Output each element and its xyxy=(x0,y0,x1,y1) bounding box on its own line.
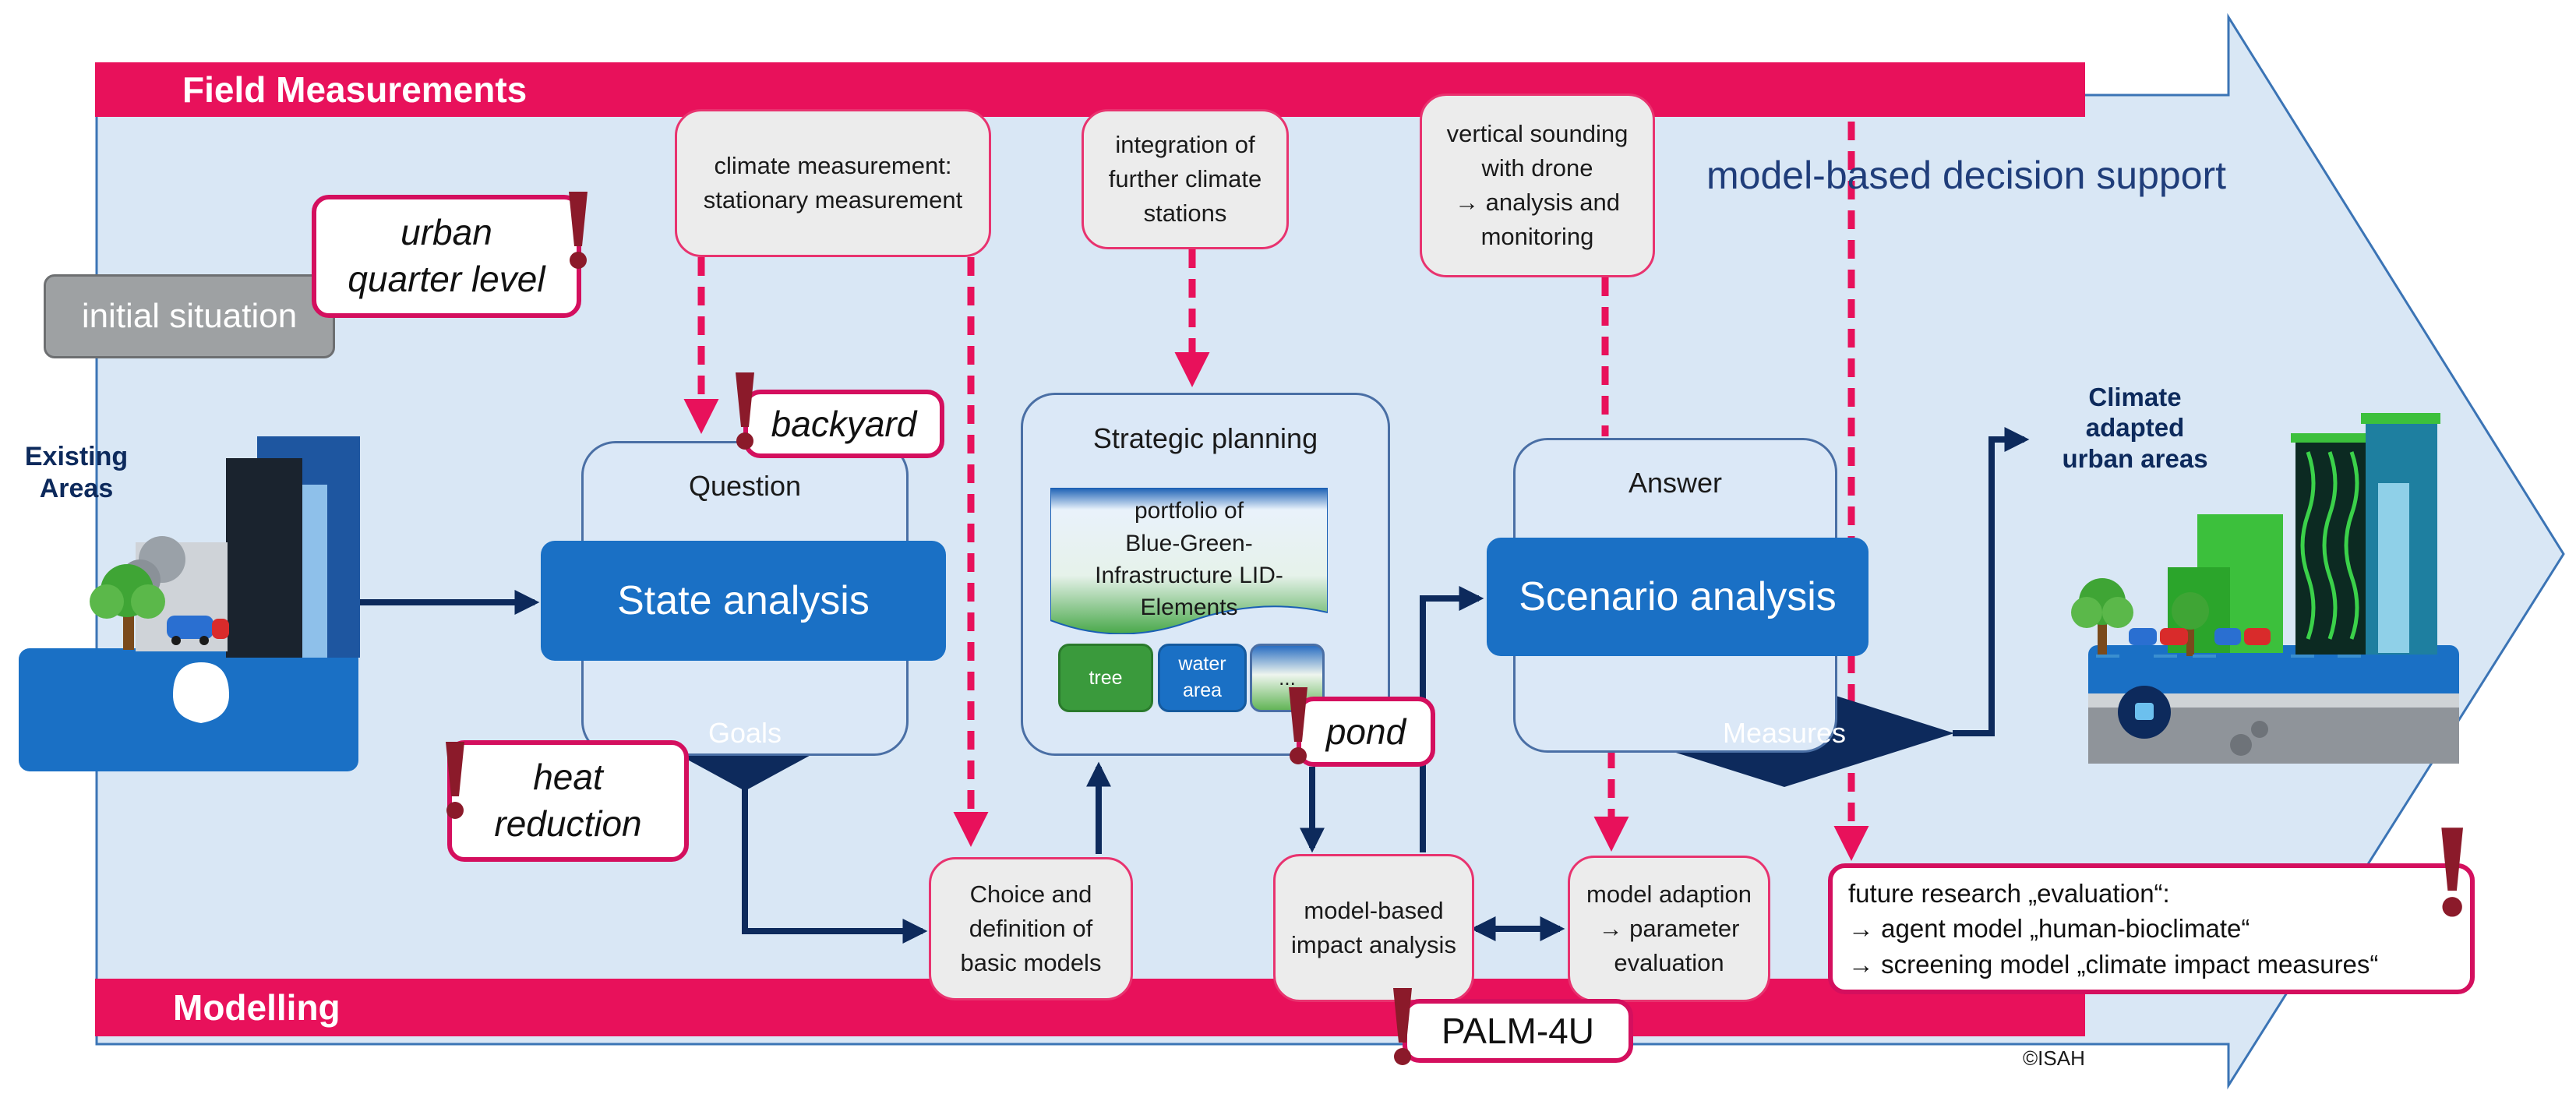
climate-adapted-label: Climate adapted urban areas xyxy=(2062,382,2208,473)
choice-basic-models-box: Choice and definition of basic models xyxy=(929,857,1133,1000)
portfolio-text: portfolio of Blue-Green- Infrastructure … xyxy=(1095,498,1283,621)
decision-support-label: model-based decision support xyxy=(1706,154,2227,197)
heat-reduction-alert: heat reduction xyxy=(447,740,689,862)
initial-situation-box: initial situation xyxy=(44,274,335,358)
tree-element: tree xyxy=(1058,644,1153,712)
state-analysis-box: State analysis xyxy=(541,541,946,661)
water-area-element: water area xyxy=(1158,644,1247,712)
question-title: Question xyxy=(688,470,802,502)
existing-areas-illustration xyxy=(19,436,360,771)
portfolio-document-shape xyxy=(1050,488,1328,634)
field-measurements-label: Field Measurements xyxy=(182,69,528,110)
answer-title: Answer xyxy=(1628,467,1723,499)
modelling-label: Modelling xyxy=(173,987,341,1028)
strategic-planning-title: Strategic planning xyxy=(1092,422,1318,454)
navy-flow-arrows xyxy=(360,427,2030,944)
impact-analysis-box: model-based impact analysis xyxy=(1273,854,1474,1002)
measures-label: Measures xyxy=(1722,717,1847,749)
integration-box: integration of further climate stations xyxy=(1082,109,1289,249)
vertical-sounding-box: vertical sounding with drone → analysis … xyxy=(1420,94,1655,277)
goals-label: Goals xyxy=(708,717,782,749)
climate-adapted-illustration xyxy=(2071,413,2459,764)
pond-alert: pond xyxy=(1297,697,1435,767)
copyright-credit: ©ISAH xyxy=(2023,1046,2085,1070)
model-adaption-box: model adaption → parameter evaluation xyxy=(1568,856,1770,1002)
future-research-alert: future research „evaluation“: → agent mo… xyxy=(1828,863,2475,994)
existing-areas-label: Existing Areas xyxy=(24,442,129,503)
backyard-alert: backyard xyxy=(743,390,944,458)
palm-4u-alert: PALM-4U xyxy=(1403,999,1633,1063)
scenario-analysis-box: Scenario analysis xyxy=(1487,538,1868,656)
urban-quarter-alert: urban quarter level xyxy=(312,195,581,318)
field-measurements-band xyxy=(95,62,2085,117)
climate-measurement-box: climate measurement: stationary measurem… xyxy=(675,109,991,257)
